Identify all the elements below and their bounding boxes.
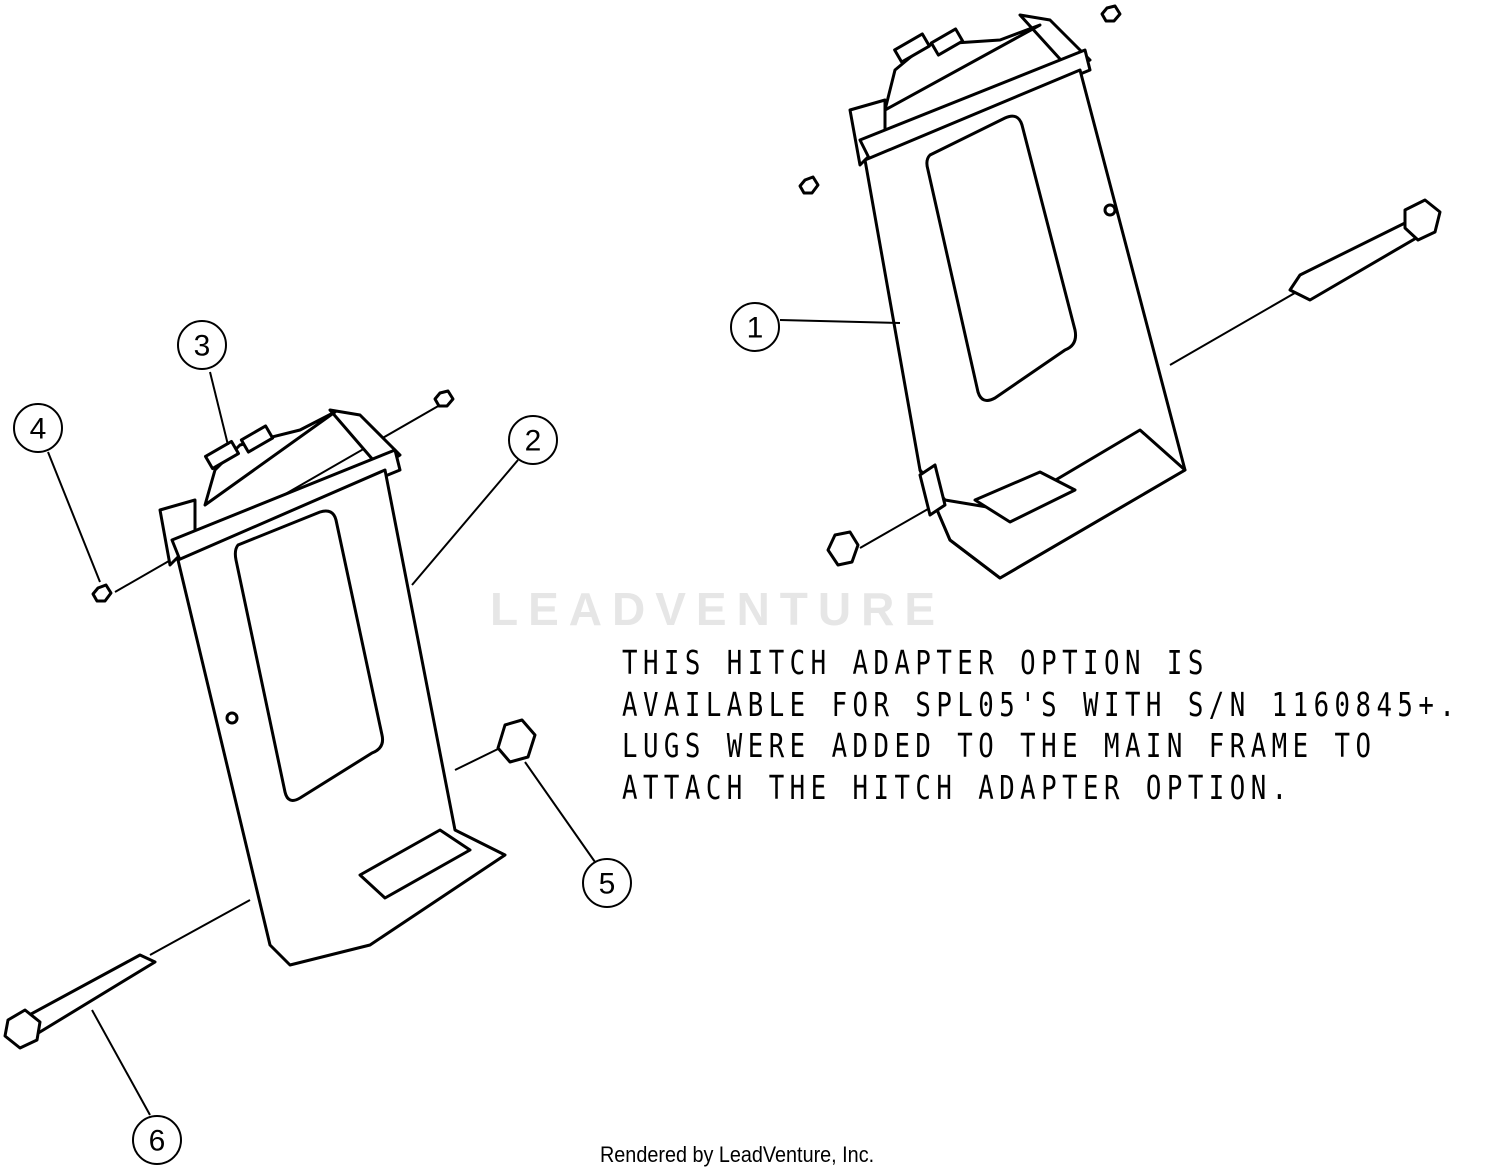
callout-3: 3 [177, 320, 227, 370]
svg-text:3: 3 [194, 330, 211, 363]
hitch-adapter-right [798, 4, 1442, 580]
note-line: AVAILABLE FOR SPL05'S WITH S/N 1160845+. [622, 684, 1461, 724]
svg-text:2: 2 [525, 425, 542, 458]
svg-text:4: 4 [30, 413, 47, 446]
watermark: LEADVENTURE [490, 583, 946, 635]
callout-6: 6 [132, 1115, 182, 1165]
callout-2: 2 [508, 415, 558, 465]
callout-5: 5 [582, 858, 632, 908]
callout-1: 1 [730, 302, 780, 352]
svg-text:1: 1 [747, 312, 764, 345]
note-line: LUGS WERE ADDED TO THE MAIN FRAME TO [622, 726, 1377, 765]
leader-lines [47, 319, 901, 1116]
callout-4: 4 [13, 403, 63, 453]
footer-credit: Rendered by LeadVenture, Inc. [600, 1142, 875, 1167]
svg-text:5: 5 [599, 868, 616, 901]
note-line: ATTACH THE HITCH ADAPTER OPTION. [622, 767, 1293, 807]
svg-text:6: 6 [149, 1125, 166, 1158]
hitch-adapter-left [3, 389, 537, 1050]
note-line: THIS HITCH ADAPTER OPTION IS [622, 643, 1209, 682]
